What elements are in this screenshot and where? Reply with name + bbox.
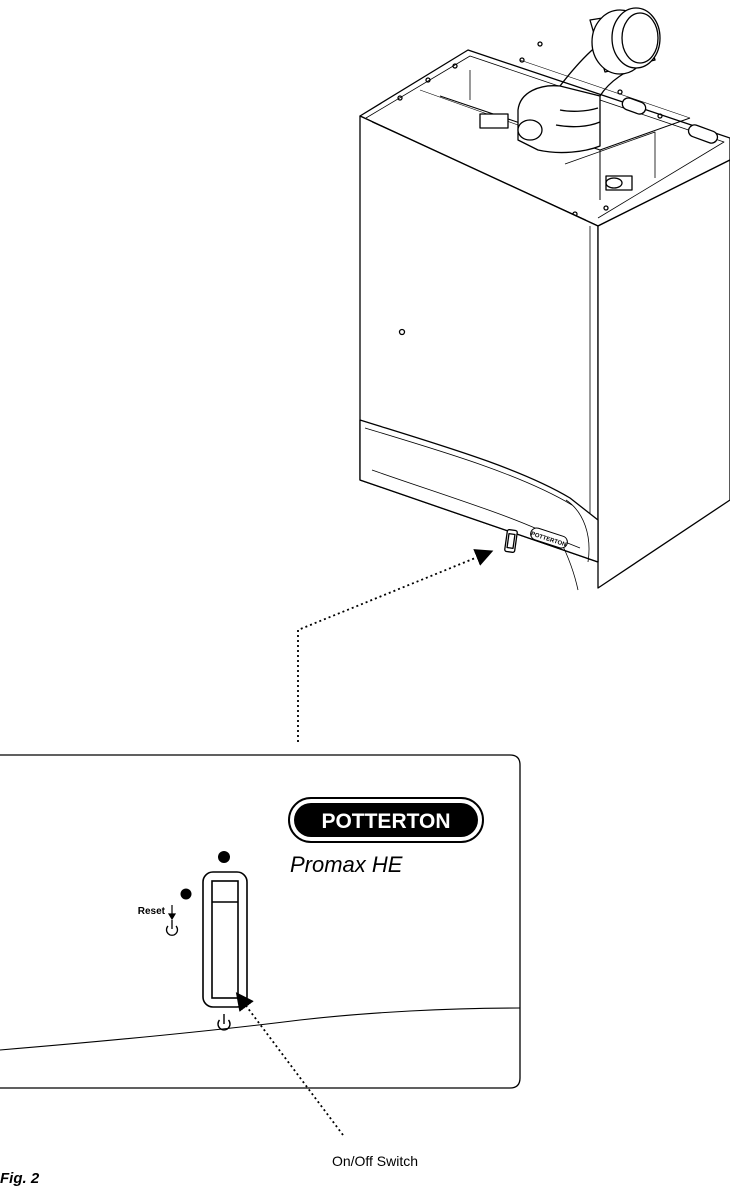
potterton-logo: POTTERTON: [288, 797, 484, 843]
reset-indicator-dot-icon: [180, 888, 192, 900]
panel-fascia-curve: [0, 1007, 521, 1051]
control-panel-detail: POTTERTON Promax HE Reset: [0, 754, 521, 1089]
reset-standby-icon: [165, 920, 179, 936]
figure-caption: Fig. 2: [0, 1170, 40, 1187]
arrow-down-icon: [167, 905, 177, 921]
callout-connector: [297, 549, 494, 742]
boiler-control-fascia: [359, 419, 599, 563]
boiler-mini-switch: [504, 529, 518, 553]
power-standby-icon: [217, 1014, 231, 1031]
model-name: Promax HE: [290, 852, 403, 877]
on-off-switch[interactable]: [211, 880, 239, 999]
on-off-switch-label: On/Off Switch: [332, 1153, 418, 1169]
boiler-side-face: [597, 159, 730, 589]
indicator-dot-icon: [218, 851, 230, 863]
logo-text: POTTERTON: [321, 810, 450, 833]
switch-callout-line: [235, 992, 344, 1136]
reset-label: Reset: [138, 906, 166, 917]
flue-elbow: [517, 7, 661, 154]
boiler-illustration: POTTERTON: [359, 7, 730, 591]
